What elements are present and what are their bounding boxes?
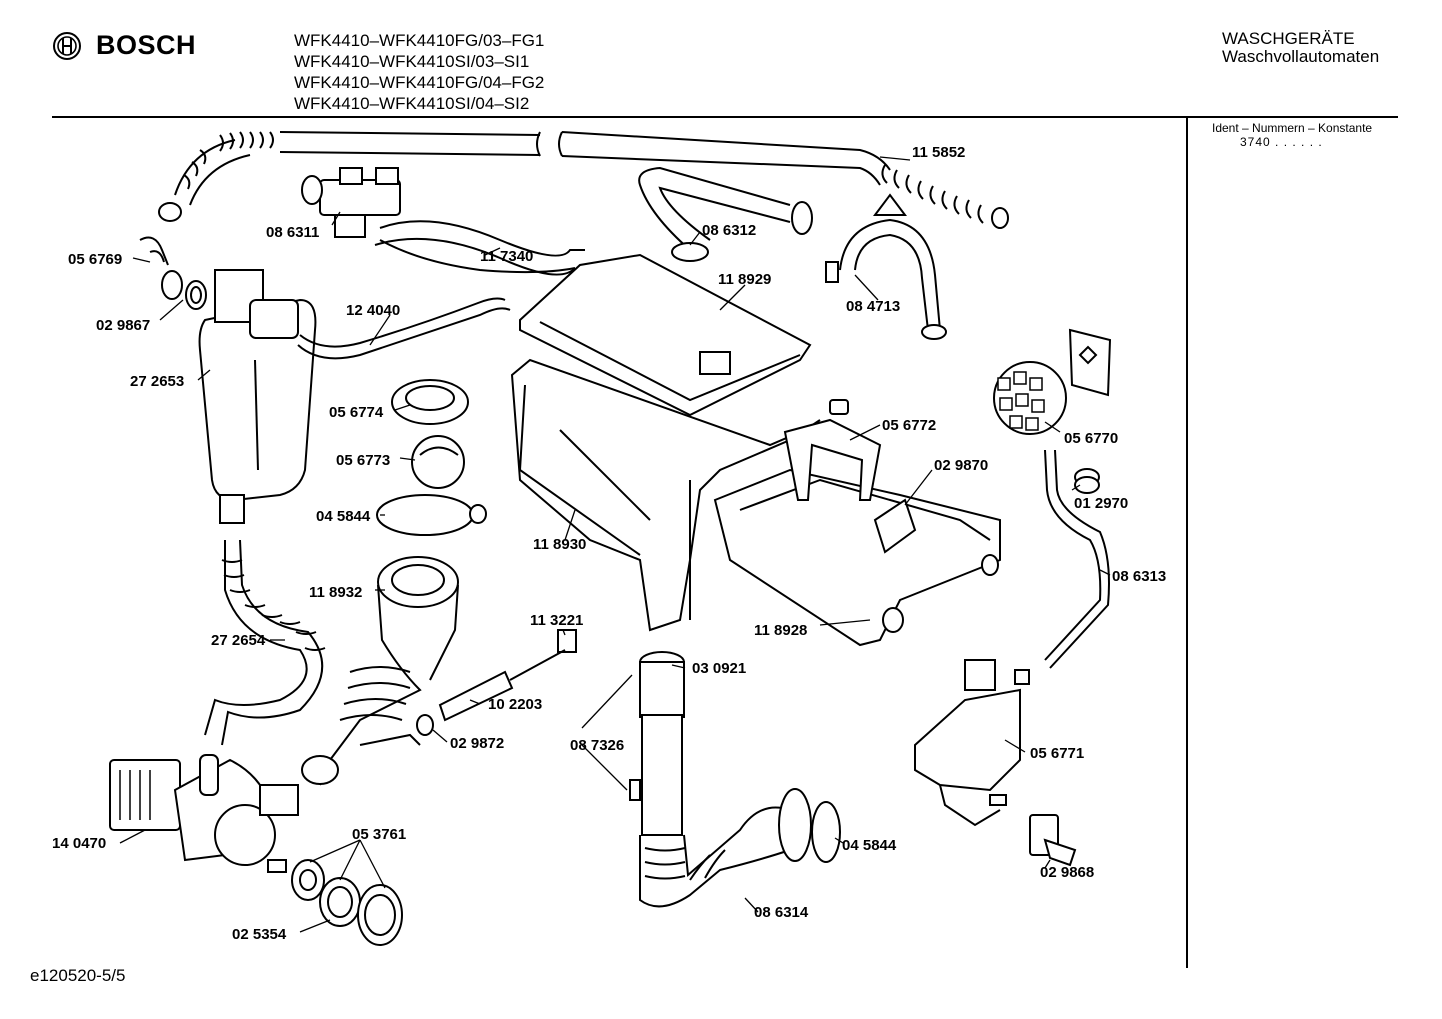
bracket-084713-drawing <box>825 193 947 340</box>
pressure-tube-drawing <box>416 629 577 736</box>
plug-029868-drawing <box>1029 814 1077 867</box>
air-trap-drawing <box>914 659 1030 827</box>
part-label: 08 6312 <box>702 222 756 239</box>
part-label: 05 3761 <box>352 826 406 843</box>
part-label: 05 6771 <box>1030 745 1084 762</box>
detergent-drawer-drawing <box>713 468 1001 647</box>
ident-value: 3740 . . . . . . <box>1240 135 1323 149</box>
part-label: 08 7326 <box>570 737 624 754</box>
part-label: 05 6773 <box>336 452 390 469</box>
exploded-parts-diagram: 11 5852 08 6311 08 6312 11 7340 05 6769 … <box>52 131 1166 946</box>
part-label: 02 9868 <box>1040 864 1094 881</box>
part-label: 02 9867 <box>96 317 150 334</box>
part-label: 08 6313 <box>1112 568 1166 585</box>
part-label: 05 6774 <box>329 404 384 421</box>
part-label: 11 8932 <box>309 584 362 601</box>
model-line: WFK4410–WFK4410SI/03–SI1 <box>294 52 530 71</box>
part-label: 03 0921 <box>692 660 746 677</box>
seal-029870-drawing <box>873 498 917 554</box>
inlet-hose-drawing <box>158 131 1009 229</box>
model-line: WFK4410–WFK4410SI/04–SI2 <box>294 94 530 113</box>
lever-bracket-drawing <box>783 399 882 501</box>
model-line: WFK4410–WFK4410FG/04–FG2 <box>294 73 545 92</box>
connector-pipe-drawing <box>139 236 207 310</box>
hose-117340-drawing <box>374 220 585 276</box>
hose-124040-drawing <box>297 307 511 360</box>
part-label: 02 9872 <box>450 735 504 752</box>
reservoir-drawing <box>198 269 317 524</box>
part-label: 05 6769 <box>68 251 122 268</box>
part-label: 04 5844 <box>842 837 897 854</box>
category-subtitle: Waschvollautomaten <box>1222 47 1380 66</box>
header-divider <box>52 116 1398 118</box>
pressure-hose-drawing <box>1044 449 1110 669</box>
seal-stack-drawing <box>376 379 487 536</box>
part-label: 02 9870 <box>934 457 988 474</box>
category-block: WASCHGERÄTE Waschvollautomaten <box>1222 30 1379 66</box>
part-label: 11 8929 <box>718 271 771 288</box>
drain-hose-drawing <box>204 539 326 746</box>
part-label: 11 8930 <box>533 536 586 553</box>
leader-lines <box>119 156 1111 933</box>
sump-hose-drawing <box>629 651 841 908</box>
part-label: 11 5852 <box>912 144 965 161</box>
part-label: 27 2653 <box>130 373 184 390</box>
detergent-housing-drawing <box>510 358 821 632</box>
pump-cap-set-drawing <box>291 859 403 946</box>
part-label: 11 3221 <box>530 612 583 629</box>
category-title: WASCHGERÄTE <box>1222 29 1355 48</box>
part-label: 27 2654 <box>211 632 266 649</box>
model-line: WFK4410–WFK4410FG/03–FG1 <box>294 31 545 50</box>
part-label: 10 2203 <box>488 696 542 713</box>
ident-title: Ident – Nummern – Konstante <box>1212 121 1373 135</box>
doc-code: e120520-5/5 <box>30 966 126 985</box>
part-labels: 11 5852 08 6311 08 6312 11 7340 05 6769 … <box>52 144 1166 943</box>
part-label: 02 5354 <box>232 926 287 943</box>
part-label: 12 4040 <box>346 302 400 319</box>
dispenser-lid-drawing <box>519 253 812 417</box>
part-label: 05 6772 <box>882 417 936 434</box>
part-label: 08 6314 <box>754 904 809 921</box>
brand-header: BOSCH <box>52 30 196 61</box>
hose-086312-drawing <box>638 166 813 262</box>
bellows-drawing <box>301 556 459 786</box>
sidebar-divider <box>1186 118 1188 968</box>
part-label: 01 2970 <box>1074 495 1128 512</box>
part-label: 05 6770 <box>1064 430 1118 447</box>
inlet-valve-drawing <box>301 167 401 238</box>
part-label: 08 4713 <box>846 298 900 315</box>
part-label: 11 8928 <box>754 622 807 639</box>
bosch-logo-icon <box>53 31 81 60</box>
part-label: 08 6311 <box>266 224 319 241</box>
model-list: WFK4410–WFK4410FG/03–FG1 WFK4410–WFK4410… <box>294 30 544 114</box>
part-label: 04 5844 <box>316 508 371 525</box>
part-label: 14 0470 <box>52 835 106 852</box>
pressure-switch-drawing <box>993 328 1112 435</box>
brand-name: BOSCH <box>96 30 197 60</box>
drain-pump-drawing <box>109 754 299 873</box>
part-label: 11 7340 <box>480 248 533 265</box>
